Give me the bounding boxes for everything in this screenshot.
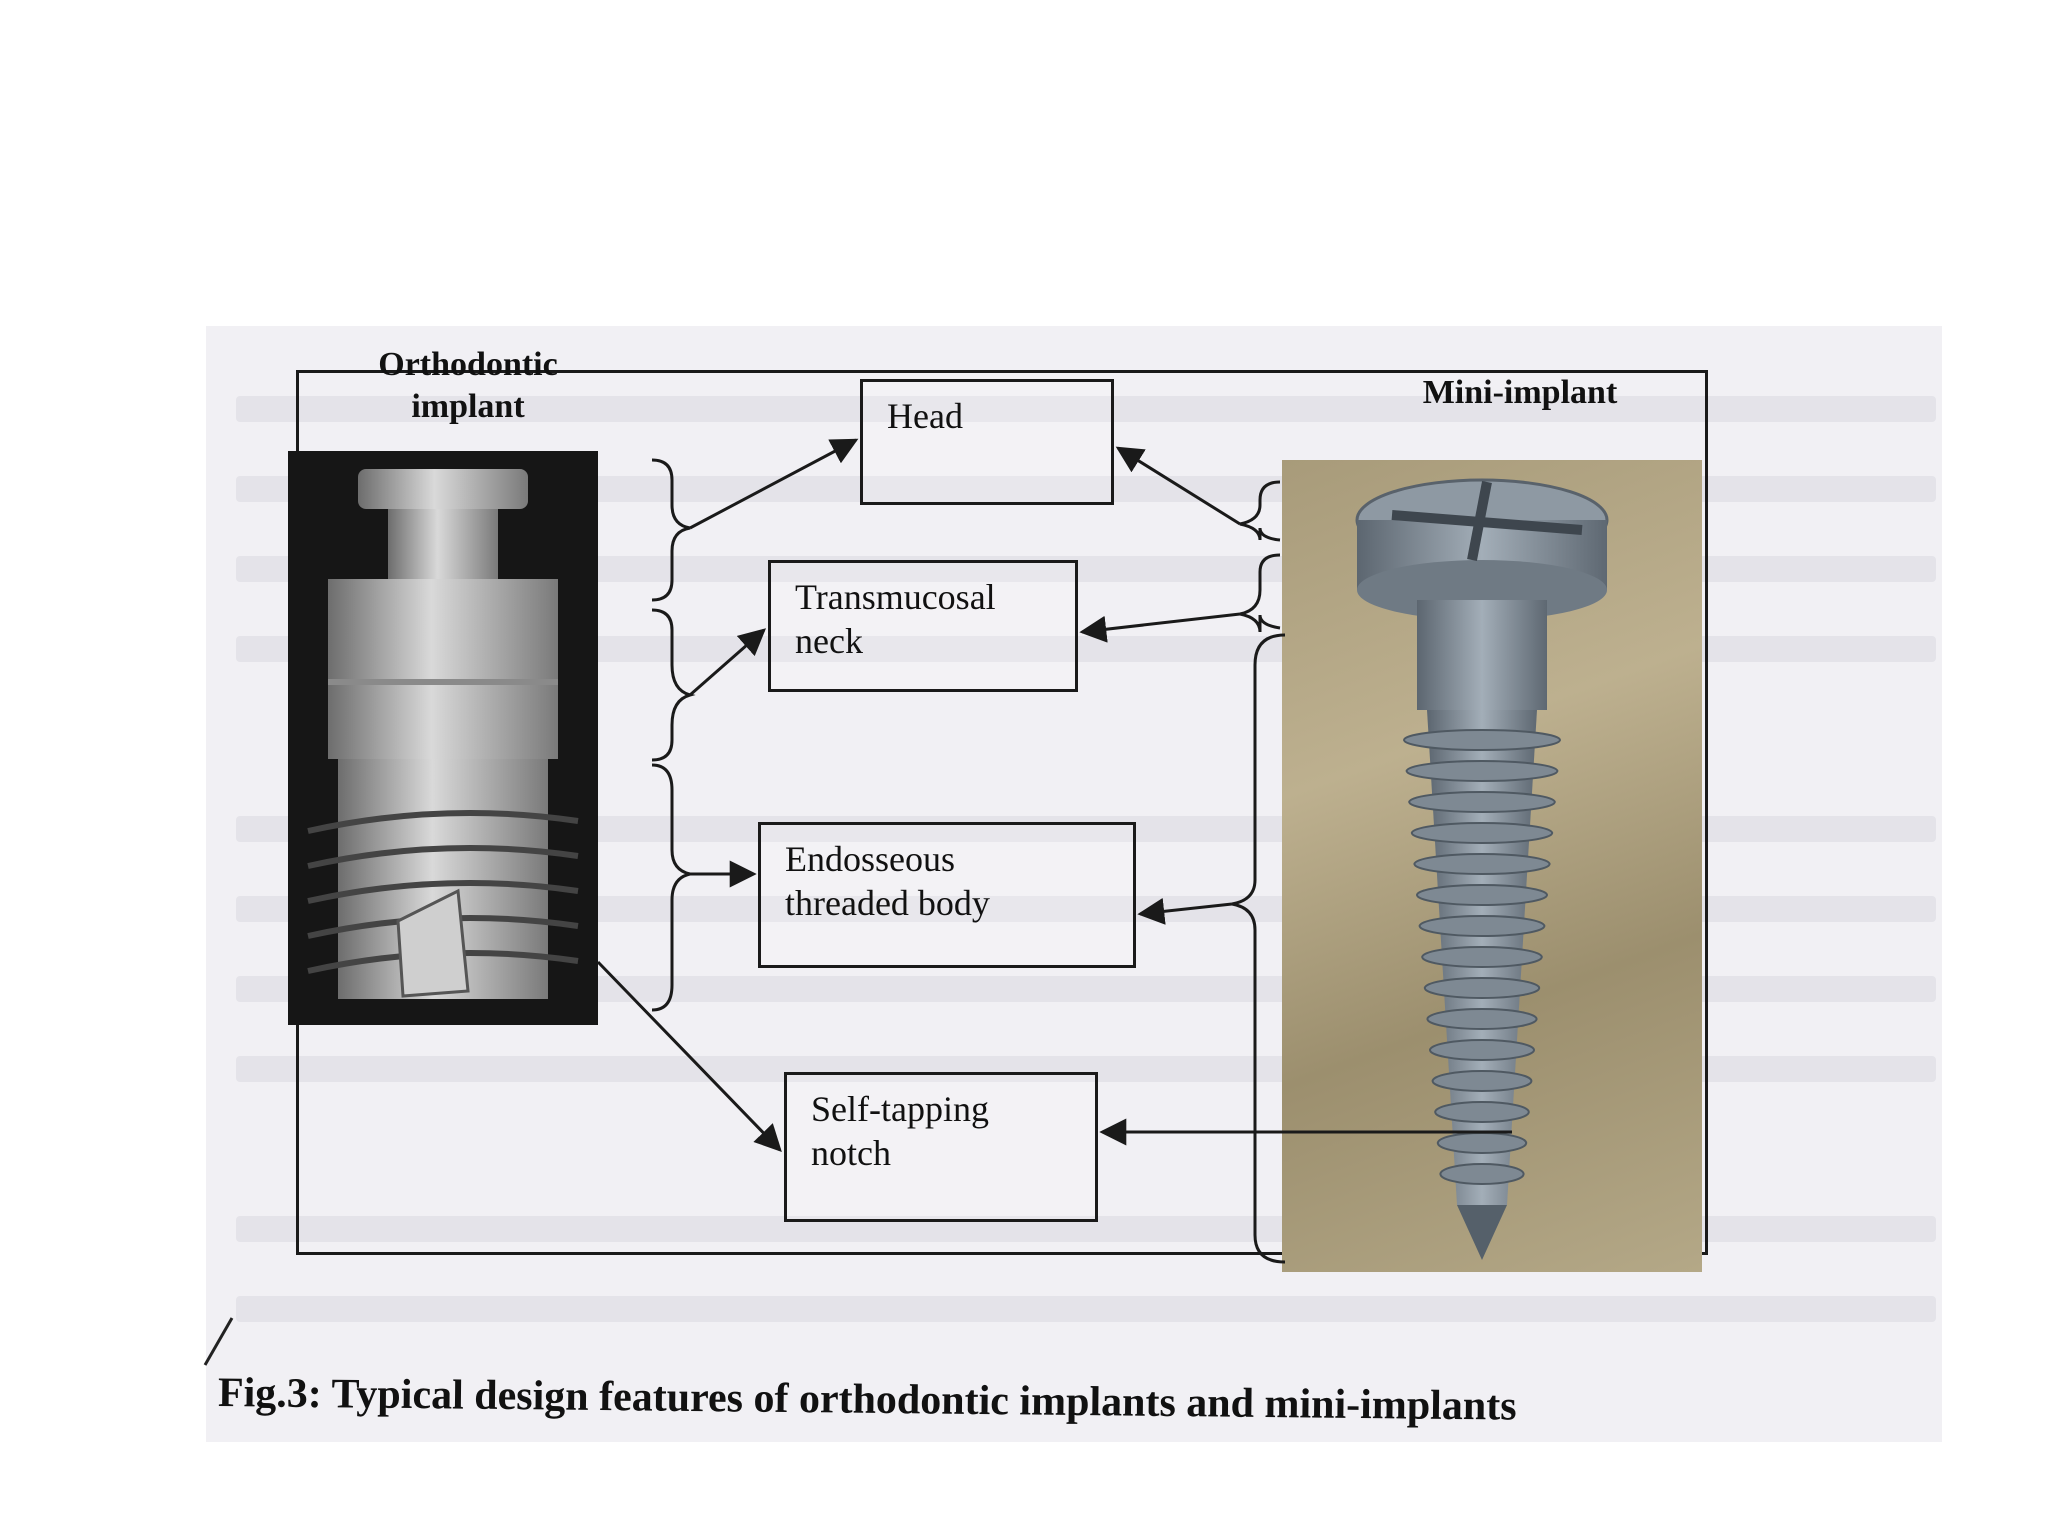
thread-ring: [1421, 946, 1543, 968]
thread-ring: [1423, 977, 1541, 999]
arrow-right-body: [1137, 897, 1233, 925]
head-box: Head: [860, 379, 1114, 505]
arrow-right-neck: [1079, 612, 1241, 643]
thread-ring: [1408, 791, 1556, 813]
self-tapping-notch-box: Self-tapping notch: [784, 1072, 1098, 1222]
endosseous-body-box: Endosseous threaded body: [758, 822, 1136, 968]
thread-ring: [1405, 760, 1559, 782]
arrow-left-notch: [596, 960, 782, 1152]
thread-ring: [1431, 1070, 1533, 1092]
orthodontic-implant-photo: [288, 451, 598, 1025]
thread-ring: [1439, 1163, 1525, 1185]
transmucosal-neck-box: Transmucosal neck: [768, 560, 1078, 692]
thread-ring: [1403, 729, 1561, 751]
orthodontic-implant-label: Orthodontic implant: [378, 346, 558, 425]
arrow-left-head: [689, 438, 859, 530]
arrow-left-neck: [689, 628, 767, 697]
thread-ring: [1434, 1101, 1530, 1123]
arrow-right-head: [1115, 446, 1241, 526]
thread-ring: [1418, 915, 1546, 937]
thread-ring: [1410, 822, 1554, 844]
thread-ring: [1413, 853, 1551, 875]
mini-implant-label: Mini-implant: [1422, 374, 1618, 411]
thread-ring: [1429, 1039, 1535, 1061]
thread-ring: [1426, 1008, 1538, 1030]
thread-ring: [1416, 884, 1548, 906]
